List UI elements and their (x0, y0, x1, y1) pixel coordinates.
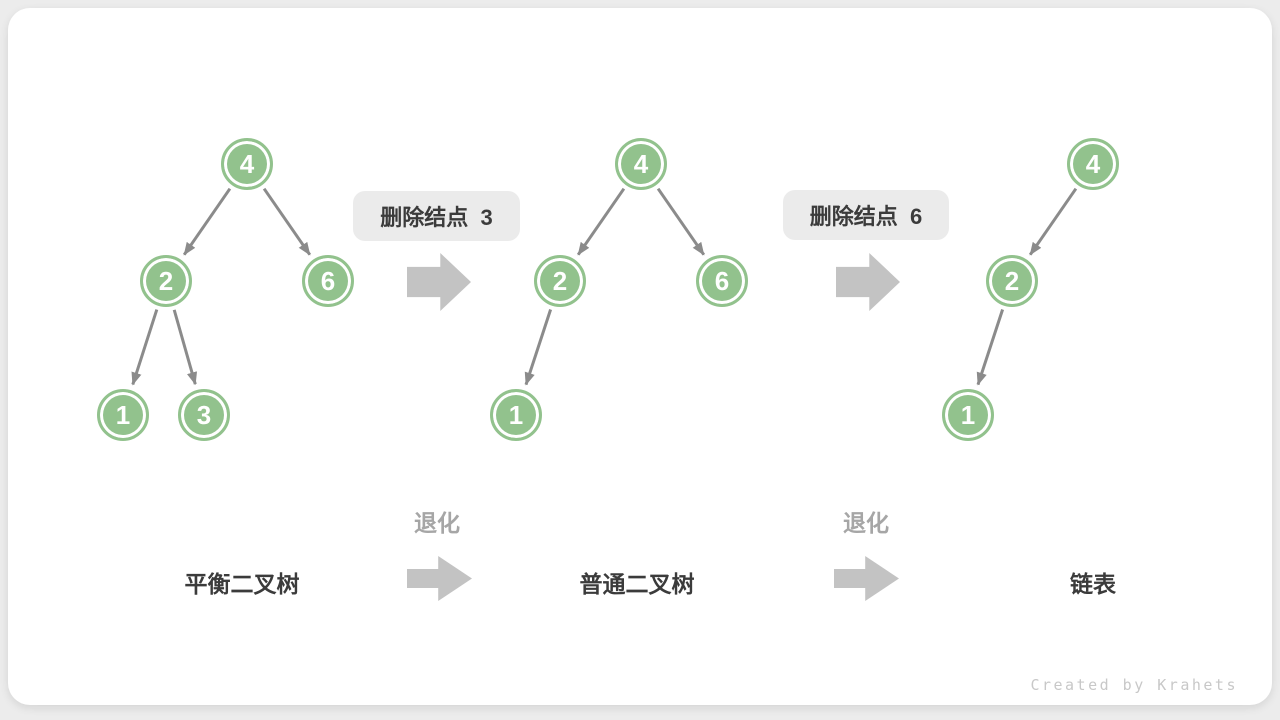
node-1: 1 (490, 389, 542, 441)
node-value: 1 (508, 400, 524, 430)
delete-node-3-text: 删除结点 3 (380, 205, 493, 230)
node-value: 6 (714, 266, 730, 296)
node-value: 2 (158, 266, 174, 296)
watermark: Created by Krahets (1030, 676, 1238, 694)
node-2: 2 (140, 255, 192, 307)
node-value: 4 (239, 149, 255, 179)
node-6: 6 (302, 255, 354, 307)
node-3: 3 (178, 389, 230, 441)
node-value: 2 (552, 266, 568, 296)
delete-node-3-label: 删除结点 3 (353, 191, 520, 241)
node-6: 6 (696, 255, 748, 307)
delete-node-6-text: 删除结点 6 (809, 204, 923, 229)
node-value: 3 (196, 400, 212, 430)
node-value: 1 (115, 400, 131, 430)
node-1: 1 (942, 389, 994, 441)
node-1: 1 (97, 389, 149, 441)
node-2: 2 (986, 255, 1038, 307)
tree-title-linked-list: 链表 (1070, 571, 1116, 597)
node-4: 4 (615, 138, 667, 190)
node-value: 6 (320, 266, 336, 296)
node-4: 4 (221, 138, 273, 190)
node-value: 1 (960, 400, 976, 430)
node-2: 2 (534, 255, 586, 307)
node-value: 4 (1085, 149, 1101, 179)
tree-title-balanced-binary-tree: 平衡二叉树 (184, 571, 300, 597)
node-value: 4 (633, 149, 649, 179)
diagram-card (8, 8, 1272, 705)
degrade-label: 退化 (843, 510, 889, 536)
node-value: 2 (1004, 266, 1020, 296)
delete-node-6-label: 删除结点 6 (783, 190, 949, 240)
node-4: 4 (1067, 138, 1119, 190)
degrade-label: 退化 (414, 510, 460, 536)
tree-title-ordinary-binary-tree: 普通二叉树 (579, 571, 695, 597)
